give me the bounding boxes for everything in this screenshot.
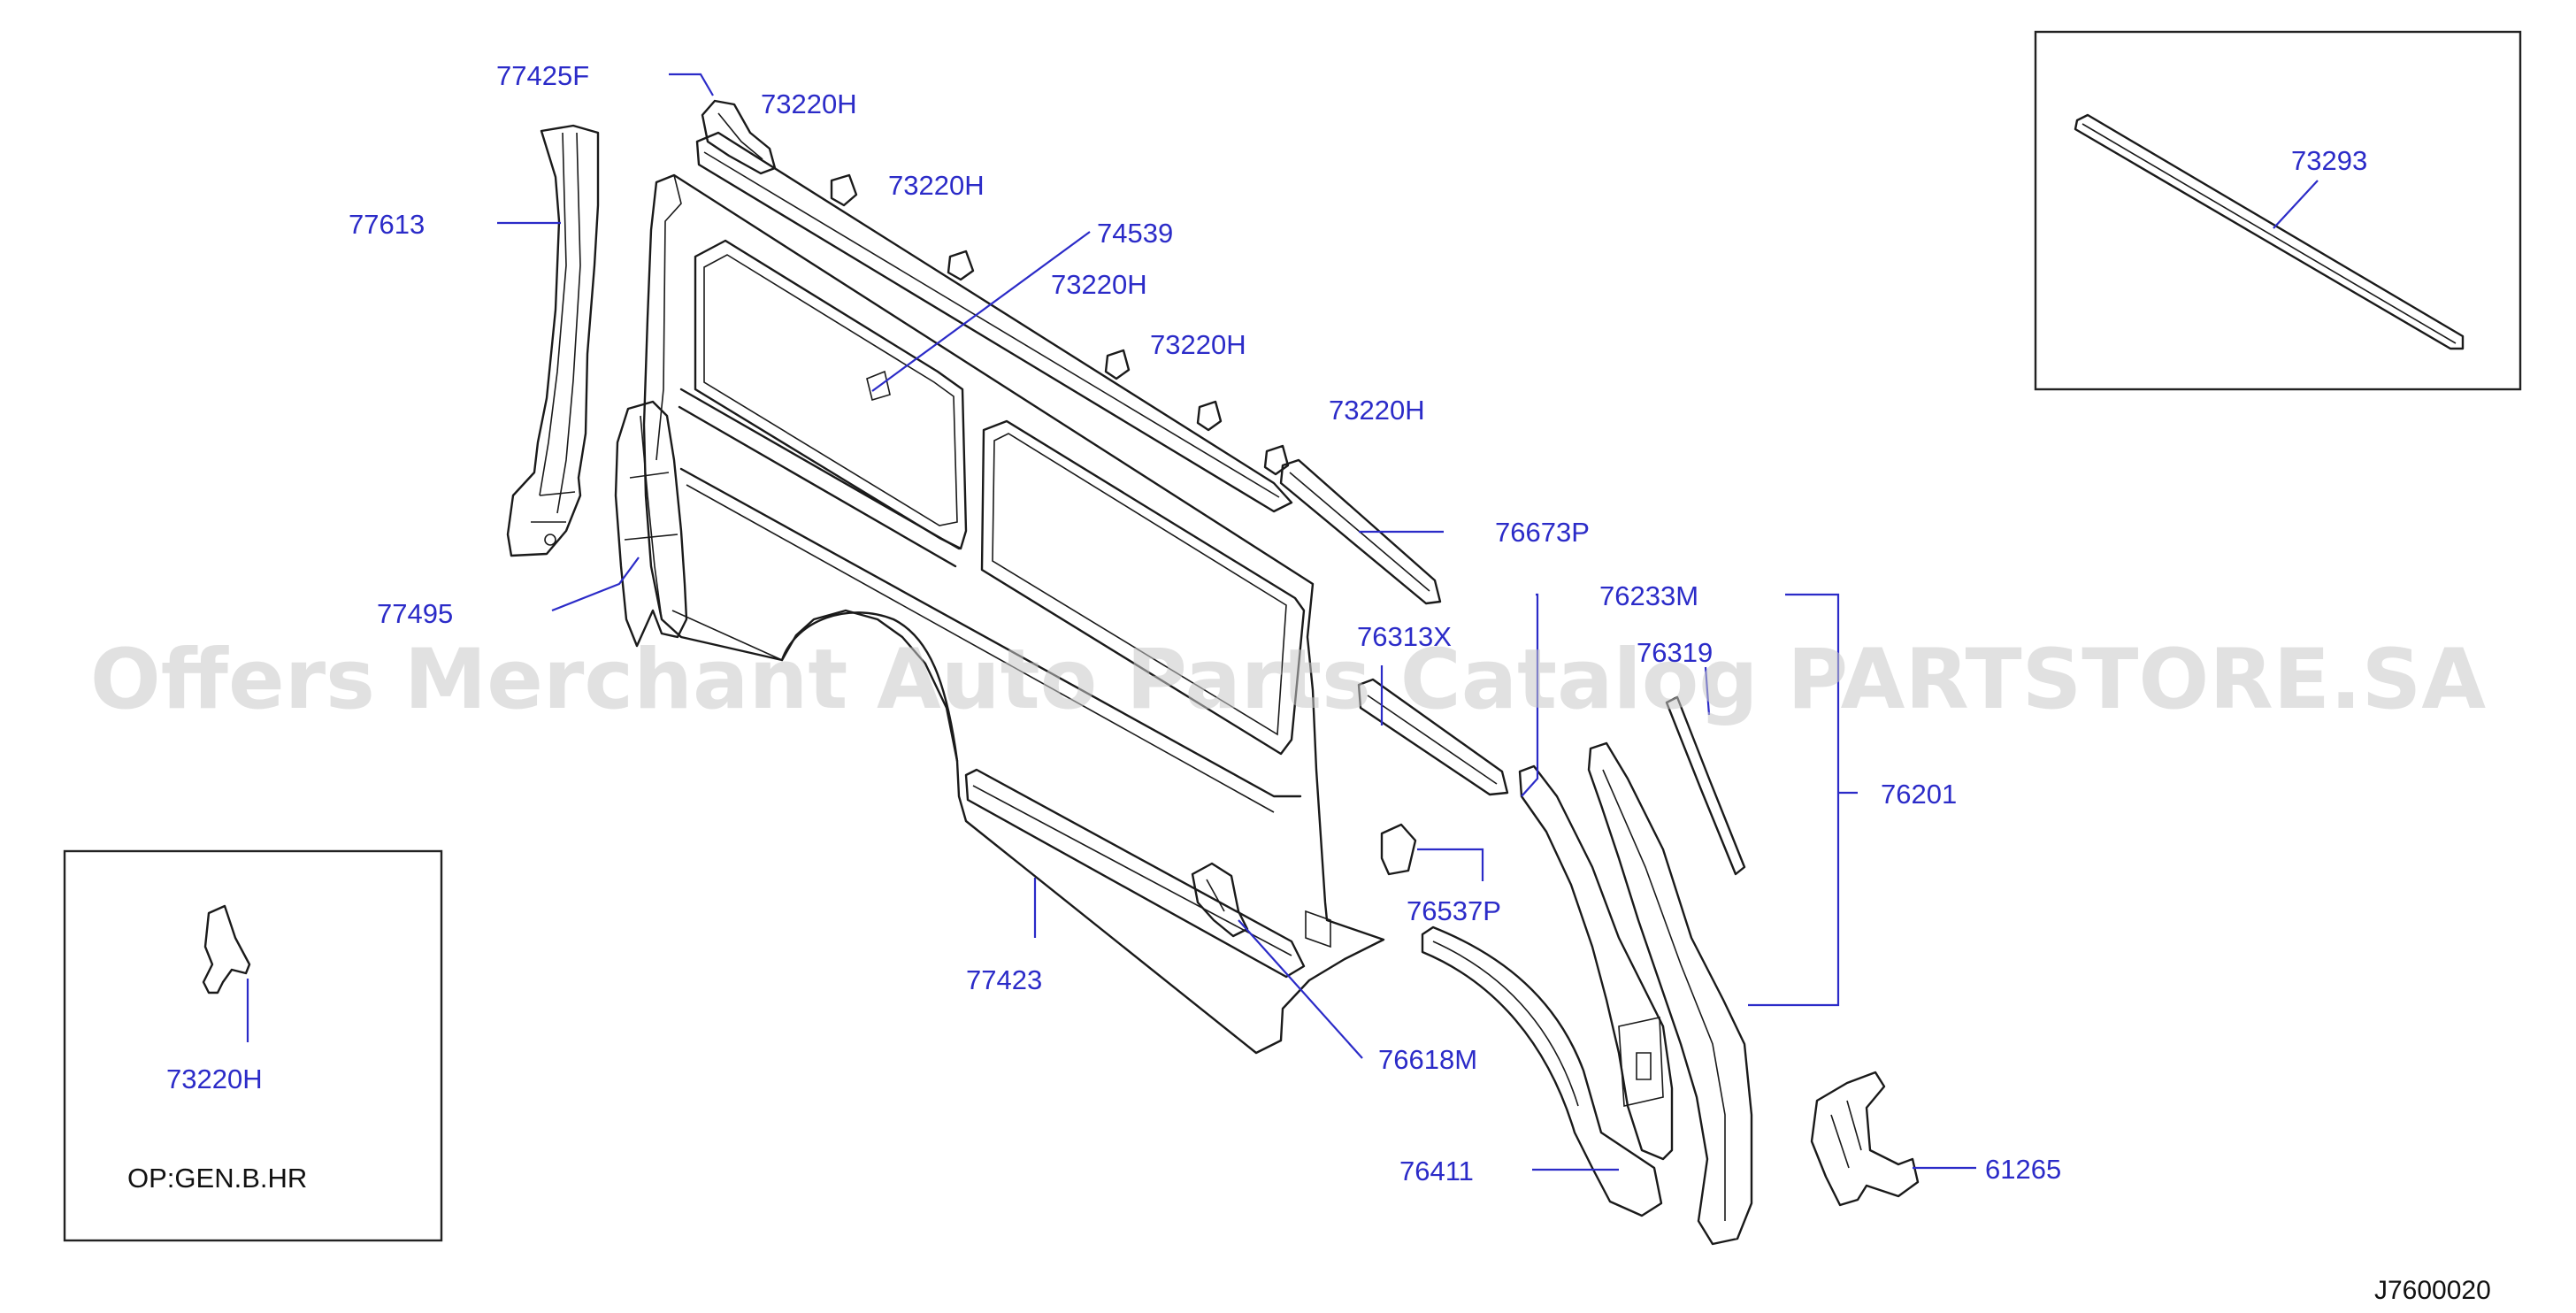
part-label-76233M[interactable]: 76233M xyxy=(1599,580,1698,611)
inset-note: OP:GEN.B.HR xyxy=(127,1163,307,1194)
part-label-76201[interactable]: 76201 xyxy=(1881,779,1957,810)
roof-rail xyxy=(695,131,1293,513)
strip-73293 xyxy=(2074,113,2465,350)
part-label-73220H-b[interactable]: 73220H xyxy=(888,170,985,201)
part-label-76319[interactable]: 76319 xyxy=(1637,637,1713,668)
pillar-77613 xyxy=(506,124,600,557)
part-label-76618M[interactable]: 76618M xyxy=(1378,1044,1477,1075)
part-label-73220H-e[interactable]: 73220H xyxy=(1329,395,1425,426)
part-label-77613[interactable]: 77613 xyxy=(349,209,425,240)
clips-73220H xyxy=(830,173,1290,476)
bracket-61265 xyxy=(1810,1071,1920,1207)
part-label-76537P[interactable]: 76537P xyxy=(1407,895,1501,926)
part-label-76673P[interactable]: 76673P xyxy=(1495,517,1590,548)
pillar-77495 xyxy=(614,400,688,648)
inset-box-left xyxy=(63,849,443,1242)
part-label-77425F[interactable]: 77425F xyxy=(496,60,589,91)
part-label-74539[interactable]: 74539 xyxy=(1097,218,1173,249)
bracket-76537P xyxy=(1380,823,1417,876)
part-label-77423[interactable]: 77423 xyxy=(966,964,1042,995)
leader-lines xyxy=(246,73,2319,1171)
part-label-76411[interactable]: 76411 xyxy=(1399,1156,1474,1186)
part-label-77495[interactable]: 77495 xyxy=(377,598,453,629)
part-label-61265[interactable]: 61265 xyxy=(1985,1154,2061,1185)
part-label-73293[interactable]: 73293 xyxy=(2291,145,2367,176)
bracket-77425F xyxy=(701,99,777,175)
part-label-76313X[interactable]: 76313X xyxy=(1357,621,1452,652)
panel-76313X xyxy=(1357,678,1509,796)
inset-box-right xyxy=(2034,30,2522,391)
pillar-76201 xyxy=(1518,741,1753,1246)
part-label-73220H-a[interactable]: 73220H xyxy=(761,88,857,119)
diagram-code: J7600020 xyxy=(2374,1276,2491,1305)
side-panel-77423 xyxy=(642,173,1385,1055)
part-label-73220H-inset[interactable]: 73220H xyxy=(166,1063,263,1094)
part-label-73220H-c[interactable]: 73220H xyxy=(1051,269,1147,300)
strip-76319 xyxy=(1665,695,1746,876)
watermark: Offers Merchant Auto Parts Catalog PARTS… xyxy=(90,632,2486,728)
bracket-76618M xyxy=(1191,862,1249,938)
inset-clip-73220H xyxy=(202,904,251,994)
part-label-73220H-d[interactable]: 73220H xyxy=(1150,329,1246,360)
wheelhouse-76411 xyxy=(1421,925,1663,1217)
